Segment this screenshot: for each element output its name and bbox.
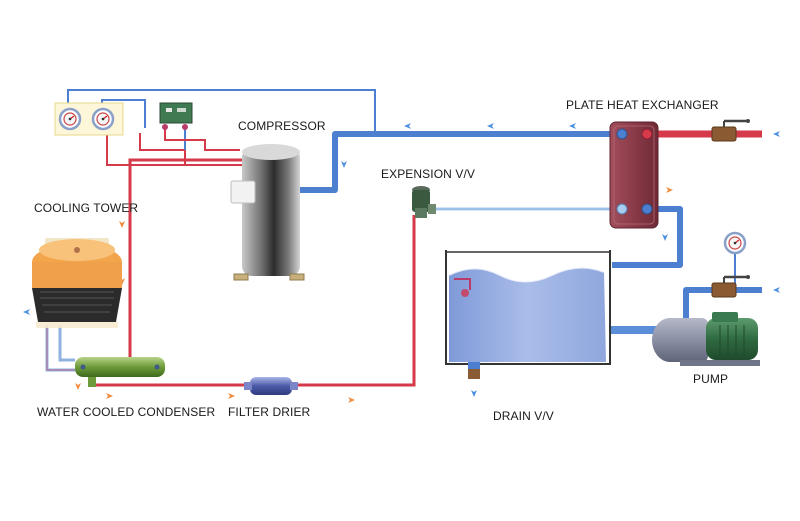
drain-valve-label: DRAIN V/V	[493, 409, 554, 423]
flow-arrow-icon	[569, 123, 576, 129]
plate-heat-exchanger	[609, 121, 659, 229]
cooling-tower-label: COOLING TOWER	[34, 201, 139, 215]
plate-heat-exchanger-label: PLATE HEAT EXCHANGER	[566, 98, 719, 112]
pump	[652, 312, 760, 366]
pressure-gauge-icon	[723, 231, 747, 255]
gauge-panel	[54, 102, 193, 136]
filter-drier	[244, 377, 298, 395]
hx-to-tank-line	[612, 206, 683, 268]
flow-arrow-icon	[662, 234, 668, 241]
cooling-tower	[32, 238, 122, 328]
water-cooled-condenser-label: WATER COOLED CONDENSER	[37, 405, 216, 419]
flow-arrow-icon	[106, 393, 113, 399]
ball-valve-inlet	[711, 119, 750, 142]
flow-arrow-icon	[404, 123, 411, 129]
flow-arrow-icon	[341, 161, 347, 168]
flow-arrow-icon	[471, 390, 477, 397]
pressure-gauge-icon	[91, 107, 115, 131]
flow-arrow-icon	[119, 221, 125, 228]
flow-arrow-icon	[773, 287, 780, 293]
flow-arrow-icon	[487, 123, 494, 129]
pump-discharge-line	[683, 287, 762, 320]
flow-arrow-icon	[75, 383, 81, 390]
flow-arrow-icon	[666, 187, 673, 193]
pump-label: PUMP	[693, 372, 729, 386]
ball-valve-outlet	[711, 275, 750, 298]
flow-arrow-icon	[773, 131, 780, 137]
flow-arrow-icon	[23, 309, 30, 315]
suction-line	[290, 131, 616, 193]
water-tank	[445, 250, 611, 379]
water-cooled-condenser	[75, 357, 165, 387]
discharge-line	[128, 158, 250, 360]
tower-water-lines	[45, 325, 75, 372]
expansion-valve	[412, 186, 436, 218]
flow-arrow-icon	[228, 393, 235, 399]
flow-arrow-icon	[348, 397, 355, 403]
compressor	[230, 144, 305, 281]
compressor-label: COMPRESSOR	[238, 119, 326, 133]
liquid-line	[95, 215, 416, 387]
filter-drier-label: FILTER DRIER	[228, 405, 311, 419]
pressure-gauge-icon	[58, 107, 82, 131]
expansion-valve-label: EXPENSION V/V	[381, 167, 475, 181]
